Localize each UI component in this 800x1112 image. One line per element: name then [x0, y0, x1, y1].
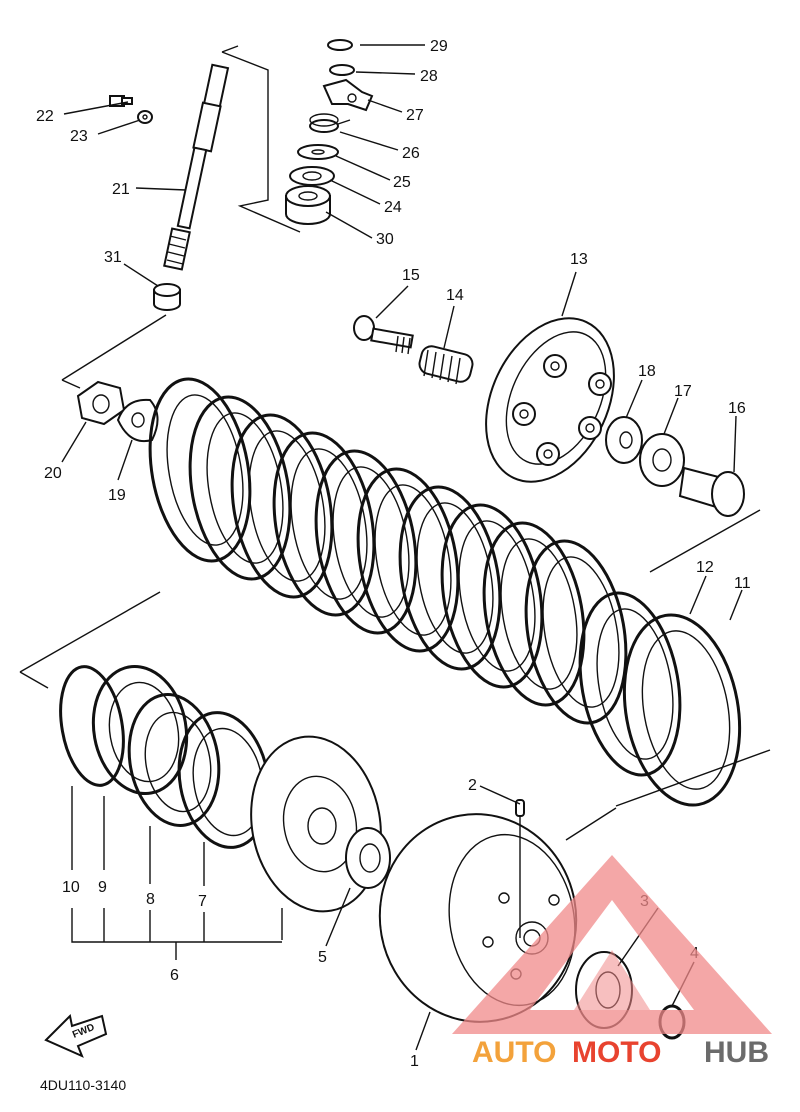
bolt-15	[353, 315, 414, 355]
circlip-29	[327, 39, 353, 51]
callout-18: 18	[638, 363, 656, 380]
callout-8: 8	[146, 891, 155, 908]
push-lever-27	[322, 78, 374, 112]
bolt-22	[109, 95, 133, 107]
washer-25	[297, 144, 339, 160]
washer-18	[605, 416, 643, 464]
bearing-24	[289, 166, 335, 186]
callout-15: 15	[402, 267, 420, 284]
fwd-arrow-icon: FWD	[44, 1013, 108, 1058]
callout-29: 29	[430, 38, 448, 55]
push-rod-assembly	[109, 39, 374, 311]
automotohub-watermark: AUTO MOTO HUB	[452, 855, 772, 1069]
callout-9: 9	[98, 879, 107, 896]
lock-washer-19	[116, 398, 159, 442]
bearing-30	[285, 185, 331, 225]
callout-13: 13	[570, 251, 588, 268]
plate-washer-8	[127, 693, 221, 827]
washer-23	[137, 110, 153, 124]
callout-23: 23	[70, 128, 88, 145]
watermark-auto: AUTO	[472, 1036, 556, 1069]
callout-31: 31	[104, 249, 122, 266]
callout-25: 25	[393, 174, 411, 191]
washer-28	[329, 64, 355, 76]
spring-26	[309, 113, 351, 133]
callout-22: 22	[36, 108, 54, 125]
callout-16: 16	[728, 400, 746, 417]
thrust-washer-5	[345, 827, 391, 889]
nut-20	[76, 380, 126, 426]
clutch-plate-stack	[148, 377, 742, 807]
watermark-hub: HUB	[704, 1036, 769, 1069]
callout-11: 11	[734, 575, 751, 592]
push-lever-shaft	[163, 63, 230, 271]
callout-2: 2	[468, 777, 477, 794]
callout-1: 1	[410, 1053, 419, 1070]
callout-14: 14	[446, 287, 464, 304]
clutch-boss-6	[250, 735, 382, 913]
callout-26: 26	[402, 145, 420, 162]
callout-21: 21	[112, 181, 130, 198]
callout-30: 30	[376, 231, 394, 248]
callout-10: 10	[62, 879, 80, 896]
pressure-plate-13	[485, 317, 615, 483]
callout-19: 19	[108, 487, 126, 504]
callout-20: 20	[44, 465, 62, 482]
push-rod-16	[678, 466, 745, 517]
watermark-moto: MOTO	[572, 1036, 661, 1069]
spring-14	[418, 345, 474, 385]
clutch-plate-11	[622, 613, 742, 807]
drawing-code: 4DU110-3140	[40, 1077, 126, 1093]
circlip-10	[59, 665, 125, 787]
bearing-17	[639, 433, 685, 487]
callout-24: 24	[384, 199, 402, 216]
callout-5: 5	[318, 949, 327, 966]
clutch-boss-box	[19, 591, 771, 841]
callout-12: 12	[696, 559, 714, 576]
callout-27: 27	[406, 107, 424, 124]
callout-28: 28	[420, 68, 438, 85]
callout-7: 7	[198, 893, 207, 910]
callout-labels: 29 28 27 26 25 24 30 22 23 21 31 15 14 1…	[36, 38, 751, 1070]
bush-31	[153, 283, 181, 311]
plate-washer-9	[91, 664, 189, 796]
callout-17: 17	[674, 383, 692, 400]
plate-stack-box	[61, 314, 761, 573]
callout-6: 6	[170, 967, 179, 984]
warning-triangle-icon	[452, 855, 772, 1034]
friction-plate-12	[578, 591, 682, 777]
